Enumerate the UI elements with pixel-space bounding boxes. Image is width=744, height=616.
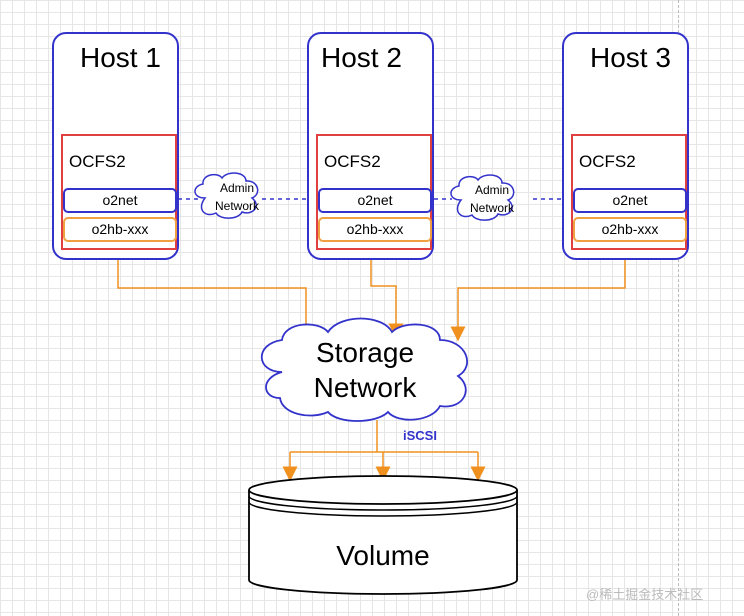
host-1-o2net: o2net (63, 188, 177, 213)
host3-to-storage-arrow (450, 260, 626, 342)
host-3-o2net: o2net (573, 188, 687, 213)
host-1-box: Host 1 OCFS2 o2net o2hb-xxx (52, 32, 179, 260)
storage-network-cloud: Storage Network (260, 317, 469, 422)
watermark: @稀土掘金技术社区 (586, 587, 704, 602)
host-1-ocfs2-box: OCFS2 o2net o2hb-xxx (61, 134, 177, 250)
host-1-title: Host 1 (80, 42, 161, 73)
host2-to-storage-arrow (370, 260, 404, 339)
host-2-o2net: o2net (318, 188, 432, 213)
storage-network-line1: Storage (316, 337, 414, 368)
admin-network-2-line1: Admin (475, 183, 509, 197)
host-2-title: Host 2 (321, 42, 402, 73)
volume-label: Volume (336, 540, 429, 571)
iscsi-label: iSCSI (403, 428, 437, 443)
host-3-ocfs2-box: OCFS2 o2net o2hb-xxx (571, 134, 687, 250)
host-1-o2hb: o2hb-xxx (63, 217, 177, 242)
page-guide-line (678, 0, 679, 616)
host-3-ocfs2-label: OCFS2 (579, 152, 636, 171)
storage-network-line2: Network (314, 372, 418, 403)
host-2-ocfs2-label: OCFS2 (324, 152, 381, 171)
host-2-box: Host 2 OCFS2 o2net o2hb-xxx (307, 32, 434, 260)
admin-network-1-line1: Admin (220, 181, 254, 195)
host-2-o2hb: o2hb-xxx (318, 217, 432, 242)
host-2-ocfs2-box: OCFS2 o2net o2hb-xxx (316, 134, 432, 250)
host1-to-storage-arrow (117, 260, 314, 342)
volume-cylinder: Volume (248, 475, 518, 595)
host-3-title: Host 3 (590, 42, 671, 73)
host-3-o2hb: o2hb-xxx (573, 217, 687, 242)
admin-network-cloud-1: Admin Network (194, 172, 260, 219)
admin-network-1-line2: Network (215, 199, 260, 213)
admin-network-2-line2: Network (470, 201, 515, 215)
admin-network-cloud-2: Admin Network (450, 174, 515, 221)
host-1-ocfs2-label: OCFS2 (69, 152, 126, 171)
host-3-box: Host 3 OCFS2 o2net o2hb-xxx (562, 32, 689, 260)
